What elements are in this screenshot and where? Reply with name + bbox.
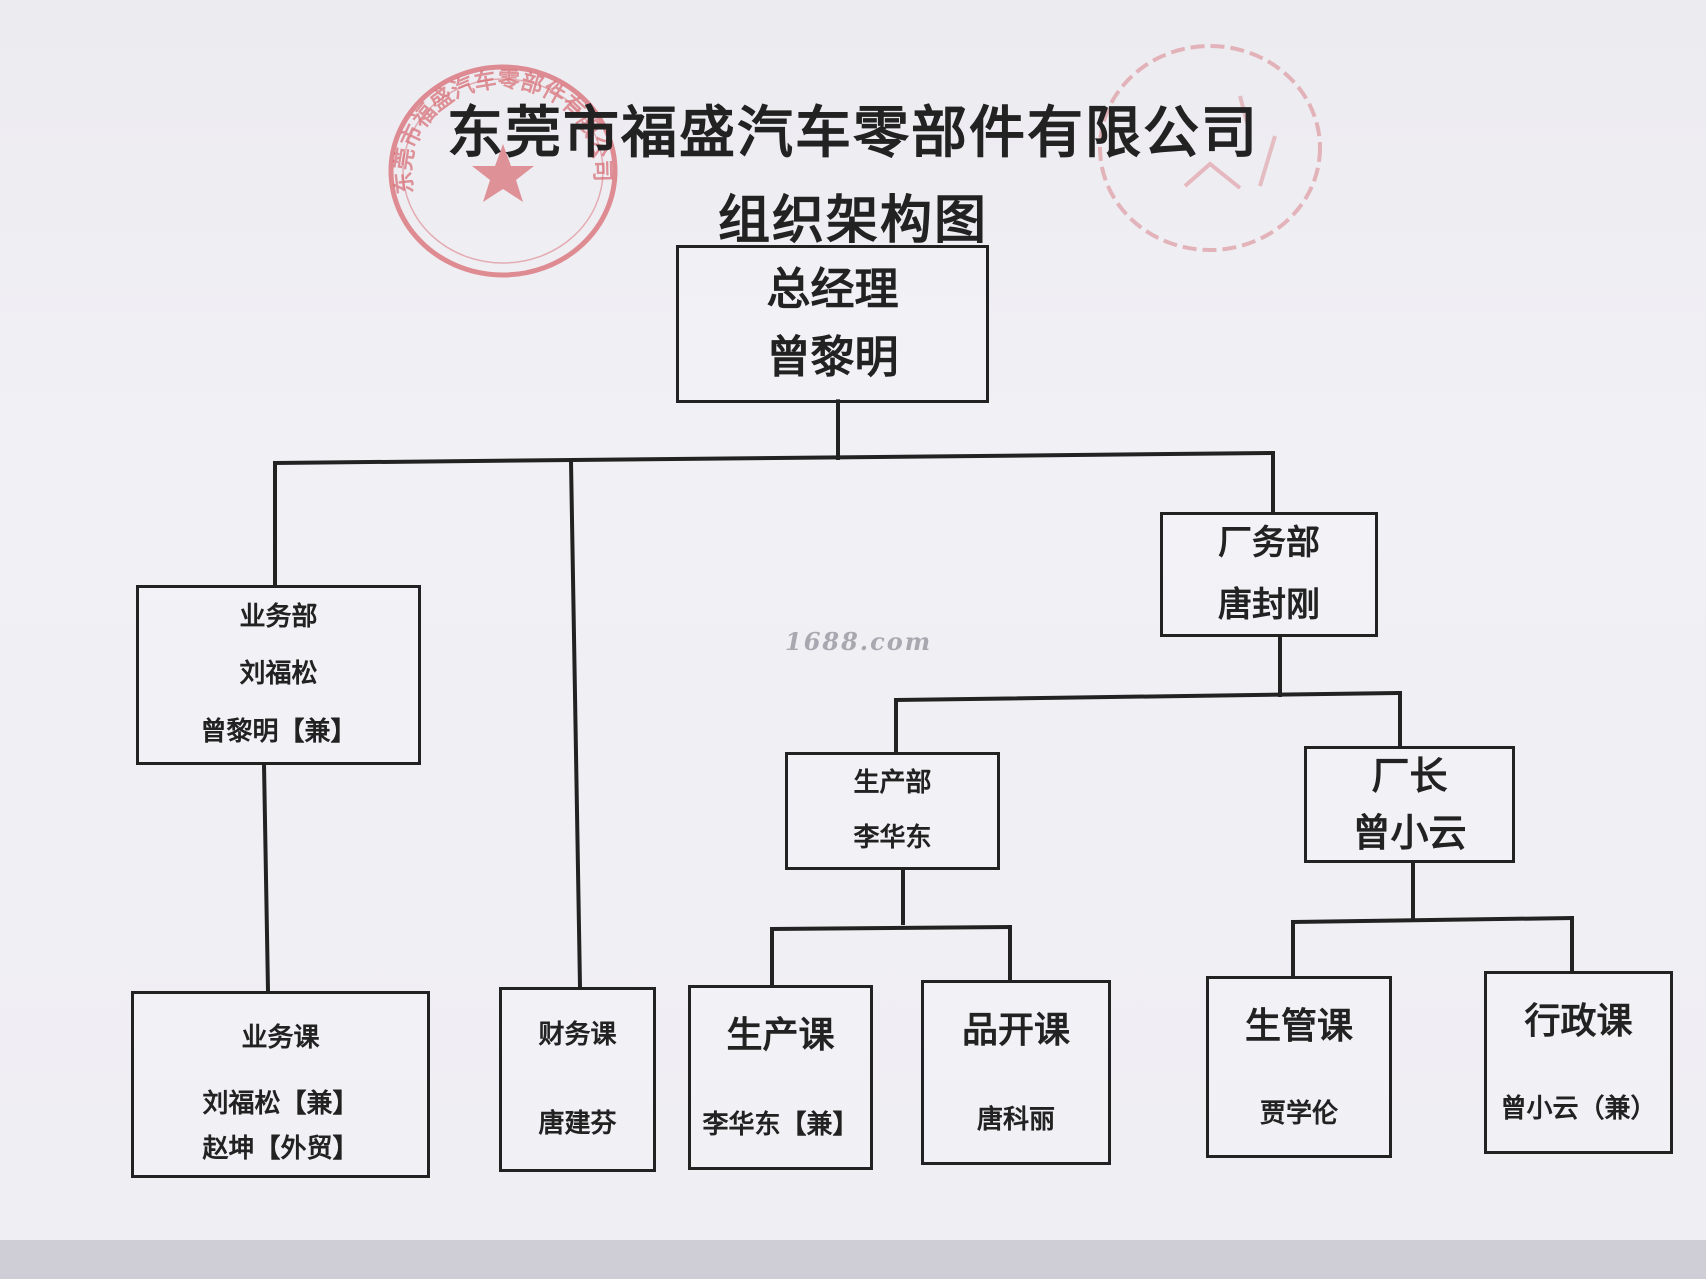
line-director-bus <box>1293 918 1572 922</box>
node-title: 厂长 <box>1371 748 1447 805</box>
node-person-concurrent: 曾黎明【兼】 <box>200 704 356 761</box>
node-person: 李华东 <box>853 811 931 866</box>
node-business-section: 业务课 刘福松【兼】 赵坤【外贸】 <box>131 991 430 1178</box>
node-finance-section: 财务课 唐建芬 <box>499 987 656 1172</box>
node-production-dept: 生产部 李华东 <box>785 752 1000 870</box>
node-factory-dept: 厂务部 唐封刚 <box>1160 512 1378 637</box>
node-person: 唐封刚 <box>1218 575 1320 636</box>
line-to-finance <box>571 461 580 987</box>
node-business-dept: 业务部 刘福松 曾黎明【兼】 <box>136 585 421 765</box>
line-production-bus <box>772 927 1010 929</box>
node-person-trade: 赵坤【外贸】 <box>202 1127 358 1173</box>
node-person: 唐科丽 <box>977 1107 1055 1133</box>
node-title: 品开课 <box>962 1013 1070 1049</box>
node-product-dev-section: 品开课 唐科丽 <box>921 980 1111 1165</box>
node-person: 曾黎明 <box>767 324 899 392</box>
line-factory-bus <box>896 693 1400 700</box>
node-person: 曾小云 <box>1352 805 1466 862</box>
node-title: 业务课 <box>241 1016 319 1062</box>
node-title: 生产课 <box>726 1018 834 1054</box>
node-admin-section: 行政课 曾小云（兼） <box>1484 971 1673 1154</box>
node-production-mgmt-section: 生管课 贾学伦 <box>1206 976 1392 1158</box>
node-person: 曾小云（兼） <box>1500 1096 1656 1122</box>
node-title: 生管课 <box>1245 1009 1353 1045</box>
node-person: 刘福松 <box>239 646 317 703</box>
node-factory-director: 厂长 曾小云 <box>1304 746 1515 863</box>
node-production-section: 生产课 李华东【兼】 <box>688 985 873 1170</box>
node-title: 生产部 <box>853 756 931 811</box>
node-person: 唐建芬 <box>538 1080 616 1168</box>
node-title: 总经理 <box>767 256 899 324</box>
node-person: 贾学伦 <box>1260 1101 1338 1127</box>
node-title: 行政课 <box>1524 1004 1632 1040</box>
node-general-manager: 总经理 曾黎明 <box>676 245 989 403</box>
node-title: 业务部 <box>239 589 317 646</box>
watermark: 1688.com <box>785 627 932 656</box>
node-title: 厂务部 <box>1218 513 1320 574</box>
line-business-to-section <box>264 764 268 991</box>
node-person: 李华东【兼】 <box>702 1112 858 1138</box>
node-person: 刘福松【兼】 <box>202 1082 358 1128</box>
line-top-bus <box>275 453 1273 463</box>
node-title: 财务课 <box>538 991 616 1079</box>
